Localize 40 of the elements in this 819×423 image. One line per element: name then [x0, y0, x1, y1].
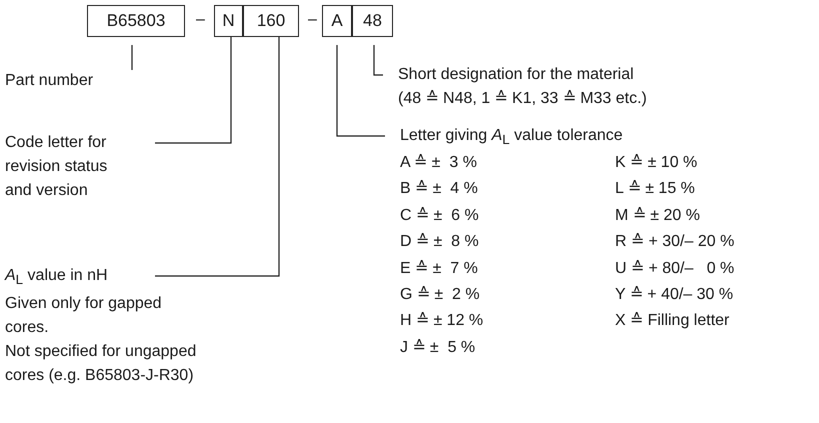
code-segment-box: [243, 5, 299, 37]
leader-line: [336, 45, 385, 137]
code-segment-box: [214, 5, 243, 37]
code-segment-text: 160: [256, 11, 286, 31]
description-text: A$_{L}$ value in nH: [5, 266, 109, 290]
code-segment-text: 48: [363, 11, 382, 31]
tolerance-entry: E ≙ ± 7 %: [400, 258, 478, 279]
tolerance-entry: B ≙ ± 4 %: [400, 179, 478, 200]
tolerance-entry: J ≙ ± 5 %: [400, 338, 476, 358]
description-text: Short designation for the material: [398, 65, 635, 85]
code-segment-box: [87, 5, 185, 37]
leader-line: [155, 37, 232, 144]
description-text: Not specified for ungapped cores (e.g. B65803-J-R30): [5, 342, 198, 386]
leader-line: [155, 37, 280, 277]
tolerance-entry: X ≙ Filling letter: [615, 311, 730, 332]
tolerance-entry: U ≙ + 80/– 0 %: [615, 258, 734, 279]
description-text: Code letter for revision status and version: [5, 133, 108, 201]
tolerance-entry: C ≙ ± 6 %: [400, 206, 479, 226]
separator-dash: –: [308, 10, 317, 30]
code-segment-box: [322, 5, 352, 37]
leader-line: [131, 45, 133, 70]
tolerance-entry: K ≙ ± 10 %: [615, 153, 698, 173]
tolerance-entry: R ≙ + 30/– 20 %: [615, 232, 734, 252]
description-text: Letter giving A$_{L}$ value tolerance: [400, 126, 624, 150]
leader-line: [373, 45, 383, 76]
description-text: Given only for gapped cores.: [5, 294, 163, 338]
description-text: (48 ≙ N48, 1 ≙ K1, 33 ≙ M33 etc.): [398, 89, 648, 109]
tolerance-entry: G ≙ ± 2 %: [400, 285, 480, 305]
code-segment-text: N: [222, 11, 235, 31]
description-text: Part number: [5, 71, 94, 91]
code-segment-text: B65803: [106, 11, 166, 31]
tolerance-entry: Y ≙ + 40/– 30 %: [615, 285, 734, 305]
tolerance-entry: A ≙ ± 3 %: [400, 153, 477, 173]
tolerance-entry: M ≙ ± 20 %: [615, 206, 700, 226]
code-segment-text: A: [331, 11, 343, 31]
tolerance-entry: D ≙ ± 8 %: [400, 232, 479, 252]
code-segment-box: [352, 5, 393, 37]
tolerance-entry: L ≙ ± 15 %: [615, 179, 695, 200]
separator-dash: –: [196, 10, 205, 30]
tolerance-entry: H ≙ ± 12 %: [400, 311, 484, 332]
